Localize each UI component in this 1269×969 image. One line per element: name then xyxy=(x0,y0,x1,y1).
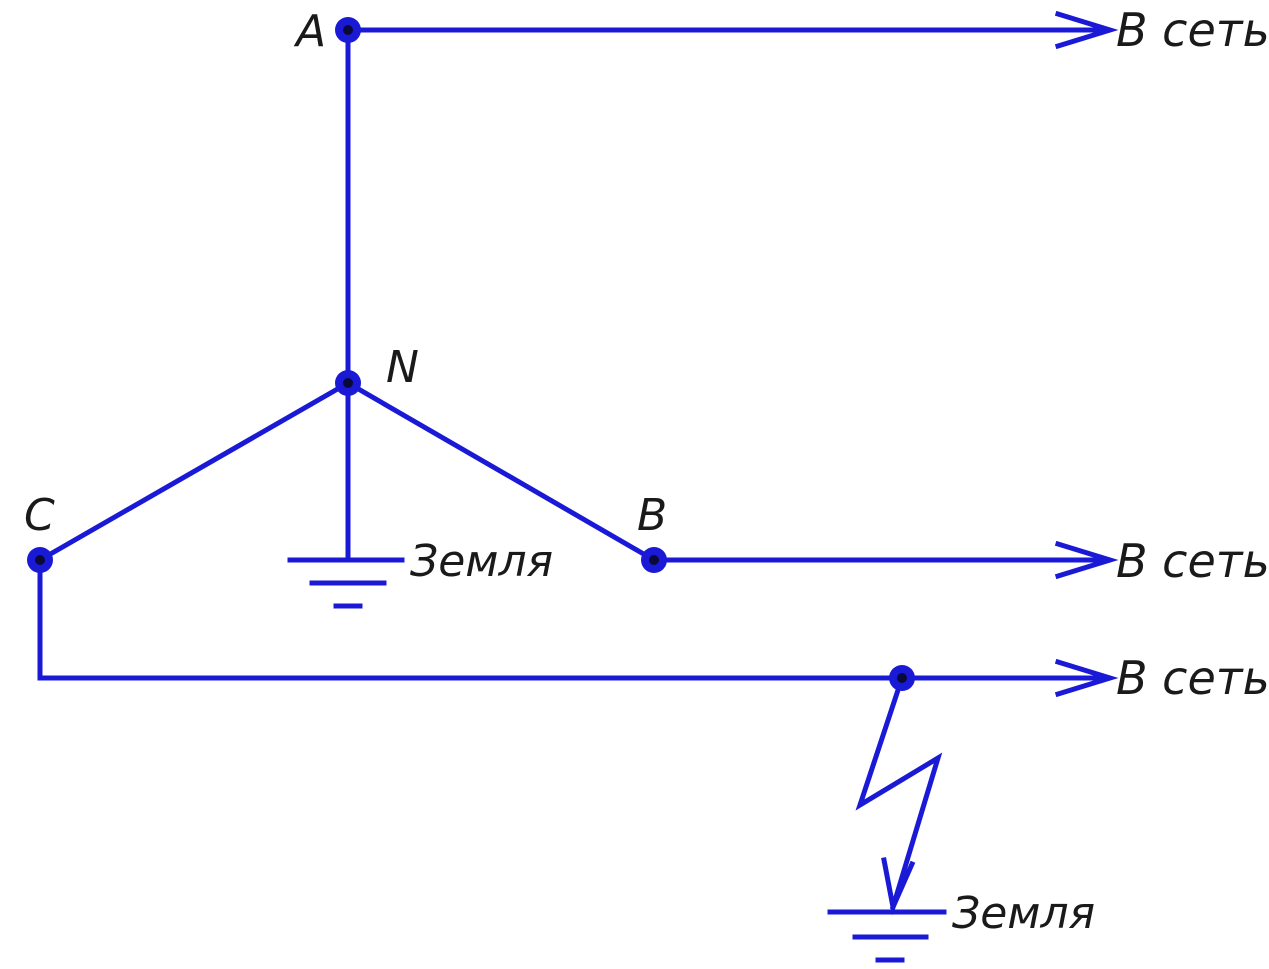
phase-b-output-label: В сеть xyxy=(1116,534,1269,588)
phase-a-output-label: В сеть xyxy=(1116,3,1269,57)
node-b-dot xyxy=(641,547,667,573)
fault-ground-label: Земля xyxy=(952,888,1095,939)
phase-a-line xyxy=(345,10,1119,386)
node-c-dot xyxy=(27,547,53,573)
fault-to-earth xyxy=(827,674,947,963)
neutral-ground-label: Земля xyxy=(410,536,553,587)
phase-c-output-label: В сеть xyxy=(1116,651,1269,705)
neutral-ground xyxy=(287,380,405,609)
phase-c-line xyxy=(36,379,1119,698)
node-n-dot xyxy=(335,370,361,396)
node-a-label: A xyxy=(293,6,326,57)
node-c-label: C xyxy=(24,490,55,541)
node-a-dot xyxy=(335,17,361,43)
node-n-label: N xyxy=(386,342,419,393)
phase-b-line xyxy=(344,379,1119,580)
fault-point-dot xyxy=(889,665,915,691)
node-b-label: B xyxy=(637,490,667,541)
